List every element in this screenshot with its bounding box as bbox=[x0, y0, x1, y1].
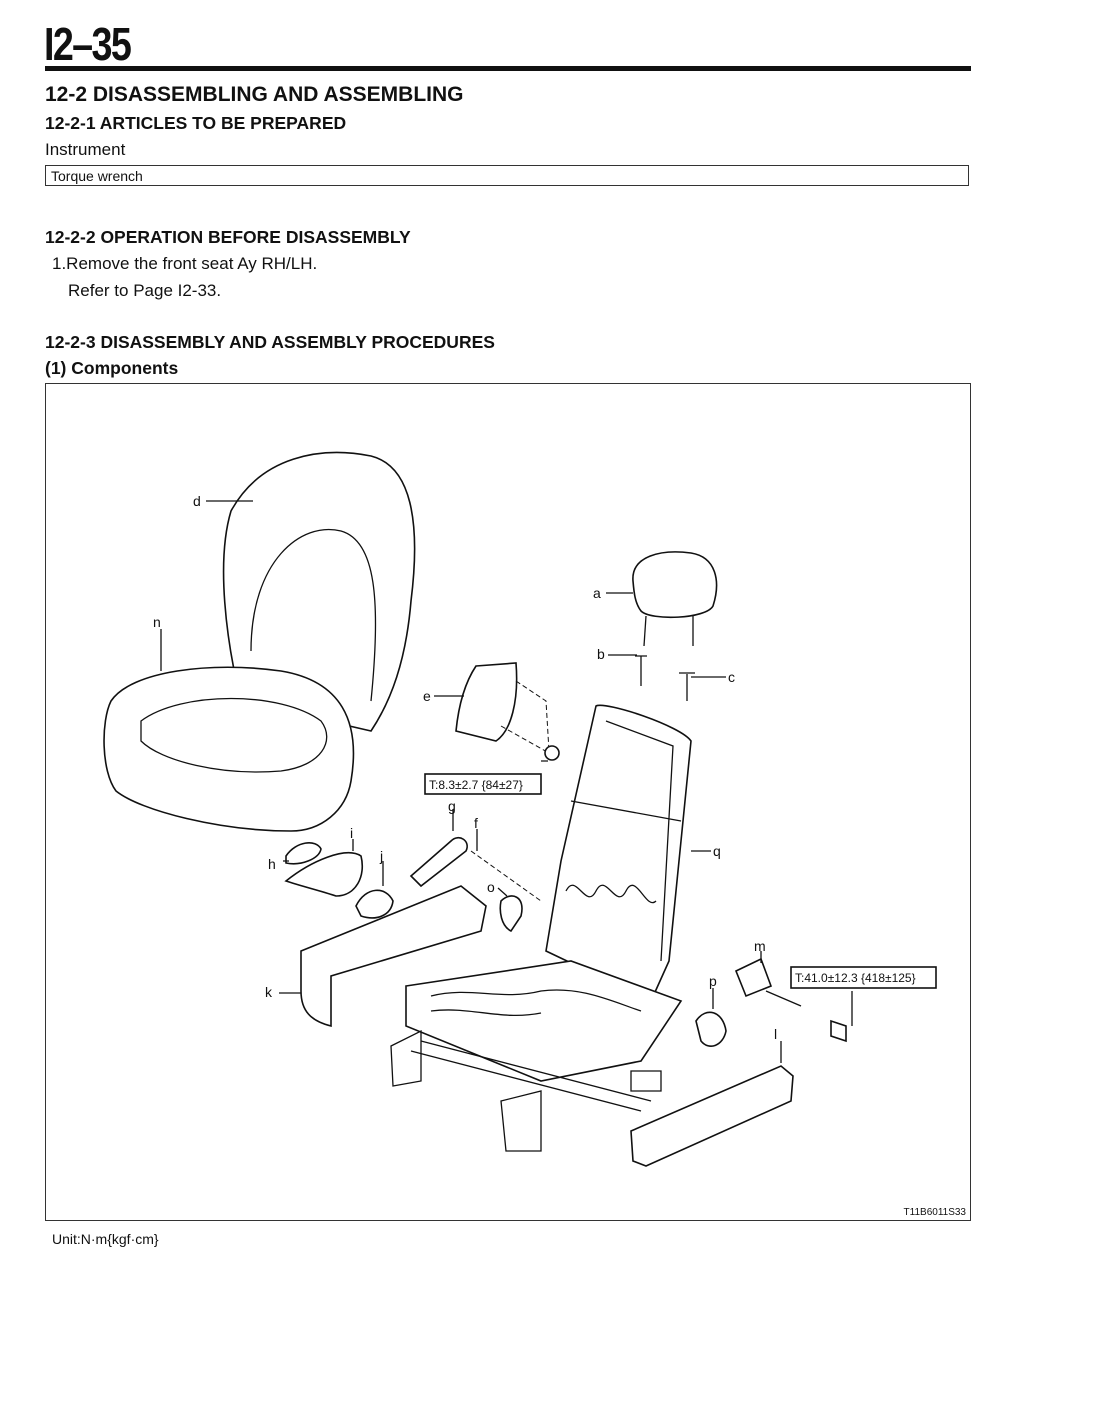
tool-table-cell: Torque wrench bbox=[45, 165, 969, 186]
label-l: l bbox=[774, 1026, 777, 1042]
label-i: i bbox=[350, 825, 353, 841]
instrument-label: Instrument bbox=[45, 140, 126, 159]
seat-back-frame bbox=[545, 704, 692, 1003]
label-n: n bbox=[153, 614, 161, 630]
recliner-cover bbox=[284, 852, 363, 897]
headrest bbox=[632, 551, 718, 619]
torque-spec-1: T:8.3±2.7 {84±27} bbox=[429, 778, 523, 792]
unit-caption: Unit:N·m{kgf·cm} bbox=[52, 1231, 159, 1247]
label-o: o bbox=[487, 879, 495, 895]
label-b: b bbox=[597, 646, 605, 662]
label-h: h bbox=[268, 856, 276, 872]
exploded-seat-drawing: T:8.3±2.7 {84±27} T:41.0±12.3 {418±125} … bbox=[103, 451, 937, 1167]
label-j: j bbox=[379, 848, 383, 864]
inner-cover bbox=[695, 1011, 727, 1047]
recliner-lever bbox=[409, 836, 468, 888]
label-d: d bbox=[193, 493, 201, 509]
label-k: k bbox=[265, 984, 273, 1000]
label-e: e bbox=[423, 688, 431, 704]
header-rule bbox=[45, 66, 971, 71]
label-a: a bbox=[593, 585, 601, 601]
torque-box-1 bbox=[424, 773, 542, 795]
before-heading: 12-2-2 OPERATION BEFORE DISASSEMBLY bbox=[45, 227, 411, 247]
label-q: q bbox=[713, 843, 721, 859]
components-diagram: T:8.3±2.7 {84±27} T:41.0±12.3 {418±125} … bbox=[45, 383, 971, 1221]
figure-code: T11B6011S33 bbox=[903, 1207, 966, 1218]
step-1: 1.Remove the front seat Ay RH/LH. bbox=[52, 254, 318, 273]
back-panel bbox=[455, 662, 518, 742]
page-number: I2–35 bbox=[44, 18, 132, 70]
components-subheading: (1) Components bbox=[45, 358, 179, 378]
procedures-heading: 12-2-3 DISASSEMBLY AND ASSEMBLY PROCEDUR… bbox=[45, 332, 495, 352]
label-c: c bbox=[728, 669, 735, 685]
torque-spec-2: T:41.0±12.3 {418±125} bbox=[795, 971, 916, 985]
seatbelt-buckle bbox=[734, 957, 773, 998]
seat-cushion-cover bbox=[103, 666, 355, 832]
label-f: f bbox=[474, 815, 478, 831]
knob-cover bbox=[285, 842, 322, 865]
side-trim bbox=[630, 1065, 794, 1167]
articles-heading: 12-2-1 ARTICLES TO BE PREPARED bbox=[45, 113, 347, 133]
torque-box-2 bbox=[790, 966, 937, 989]
label-m: m bbox=[754, 938, 766, 954]
seat-frame bbox=[405, 960, 683, 1082]
refer-page: Refer to Page I2-33. bbox=[68, 281, 222, 300]
section-title: 12-2 DISASSEMBLING AND ASSEMBLING bbox=[45, 83, 464, 106]
label-g: g bbox=[448, 798, 456, 814]
seat-back-cover bbox=[222, 451, 416, 732]
label-p: p bbox=[709, 973, 717, 989]
hinge-cover bbox=[499, 895, 523, 933]
side-cover bbox=[300, 885, 487, 1028]
spring-bracket bbox=[355, 889, 394, 919]
